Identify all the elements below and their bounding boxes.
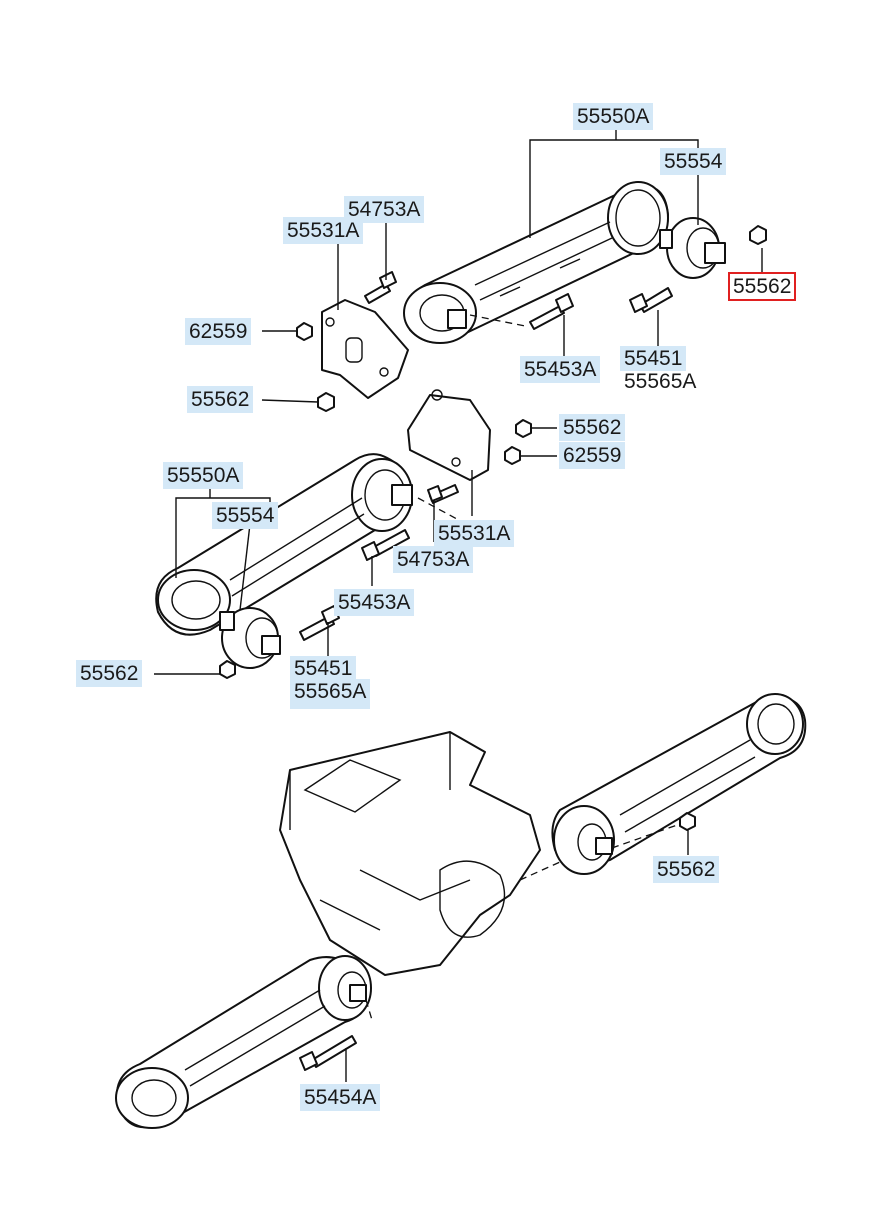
label-62559-mid[interactable]: 62559 <box>559 442 626 469</box>
top-bolts <box>364 271 673 330</box>
top-arm <box>403 181 669 344</box>
label-55565A-low[interactable]: 55565A <box>290 679 371 709</box>
label-55562-right[interactable]: 55562 <box>653 856 720 883</box>
label-55531A-top[interactable]: 55531A <box>283 217 364 244</box>
label-55451-low[interactable]: 55451 <box>290 656 357 681</box>
label-55451-top[interactable]: 55451 <box>620 346 687 371</box>
bottom-left-arm <box>115 955 372 1129</box>
label-55554-top[interactable]: 55554 <box>660 148 727 175</box>
label-55453A-mid[interactable]: 55453A <box>334 589 415 616</box>
bottom-right-arm <box>551 693 807 875</box>
top-nuts <box>296 322 335 412</box>
label-55562-left[interactable]: 55562 <box>187 386 254 413</box>
label-55453A-top[interactable]: 55453A <box>520 356 601 383</box>
label-62559-top[interactable]: 62559 <box>185 318 252 345</box>
label-55550A-mid[interactable]: 55550A <box>163 462 244 489</box>
leader-lines <box>154 130 763 1082</box>
middle-arm <box>155 453 413 636</box>
label-55554-mid[interactable]: 55554 <box>212 502 279 529</box>
alignment-lines <box>365 314 681 1021</box>
label-55562-mid[interactable]: 55562 <box>559 414 626 441</box>
label-55531A-mid[interactable]: 55531A <box>434 520 515 547</box>
top-bracket <box>321 299 409 399</box>
label-55454A[interactable]: 55454A <box>300 1084 381 1111</box>
label-55550A-top[interactable]: 55550A <box>573 103 654 130</box>
differential-carrier <box>279 731 541 976</box>
top-bushing <box>659 217 726 279</box>
middle-bushing <box>219 607 281 669</box>
label-55562-selected[interactable]: 55562 <box>728 272 797 301</box>
label-55562-low[interactable]: 55562 <box>76 660 143 687</box>
label-55565A-top[interactable]: 55565A <box>624 370 697 393</box>
middle-bracket <box>407 389 532 481</box>
middle-bolts <box>219 484 459 679</box>
top-right-nut <box>749 225 767 245</box>
label-54753A-mid[interactable]: 54753A <box>393 546 474 573</box>
